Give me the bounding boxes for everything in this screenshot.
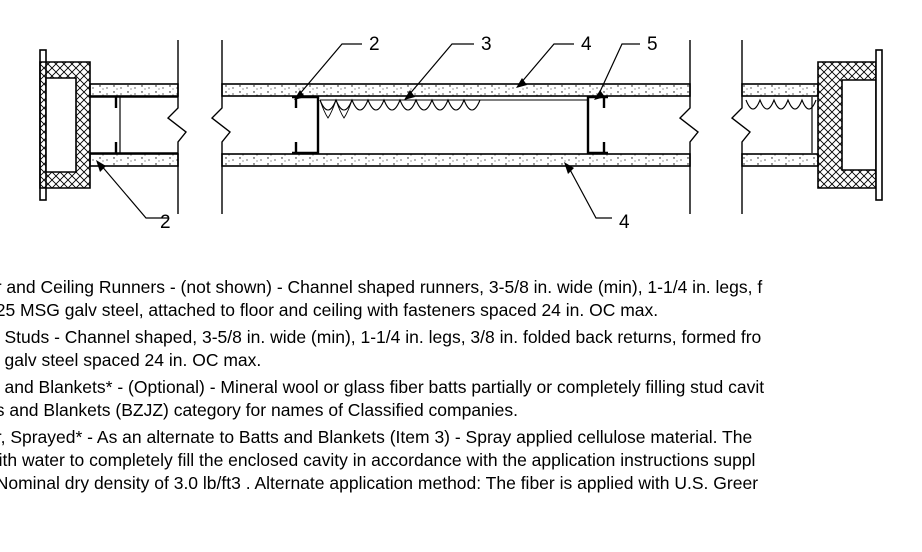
leader-arrowheads [96,78,605,174]
note-item-2: el Studs - Channel shaped, 3-5/8 in. wid… [0,326,922,372]
callout-mid-c: 4 [581,34,592,55]
note-4-line-1: er, Sprayed* - As an alternate to Batts … [0,427,753,447]
callout-left-bottom: 2 [160,212,171,233]
note-3-line-1: ts and Blankets* - (Optional) - Mineral … [0,377,765,397]
note-1-line-2: . 25 MSG galv steel, attached to floor a… [0,300,659,320]
middle-wall-detail [210,40,699,214]
callout-mid-a: 2 [369,34,380,55]
leader-lines [99,43,640,219]
note-1-line-1: or and Ceiling Runners - (not shown) - C… [0,277,763,297]
note-2-line-1: el Studs - Channel shaped, 3-5/8 in. wid… [0,327,762,347]
note-3-line-2: tts and Blankets (BZJZ) category for nam… [0,400,519,420]
note-4-line-2: with water to completely fill the enclos… [0,450,756,470]
item-notes: or and Ceiling Runners - (not shown) - C… [0,276,922,499]
note-item-1: or and Ceiling Runners - (not shown) - C… [0,276,922,322]
callout-mid-d: 5 [647,34,658,55]
note-item-4: er, Sprayed* - As an alternate to Batts … [0,426,922,495]
callout-mid-bottom: 4 [619,212,630,233]
note-item-3: ts and Blankets* - (Optional) - Mineral … [0,376,922,422]
callout-mid-b: 3 [481,34,492,55]
left-end-detail [39,40,187,214]
note-4-line-3: . Nominal dry density of 3.0 lb/ft3 . Al… [0,473,759,493]
note-2-line-2: G galv steel spaced 24 in. OC max. [0,350,262,370]
right-end-detail [730,40,883,214]
